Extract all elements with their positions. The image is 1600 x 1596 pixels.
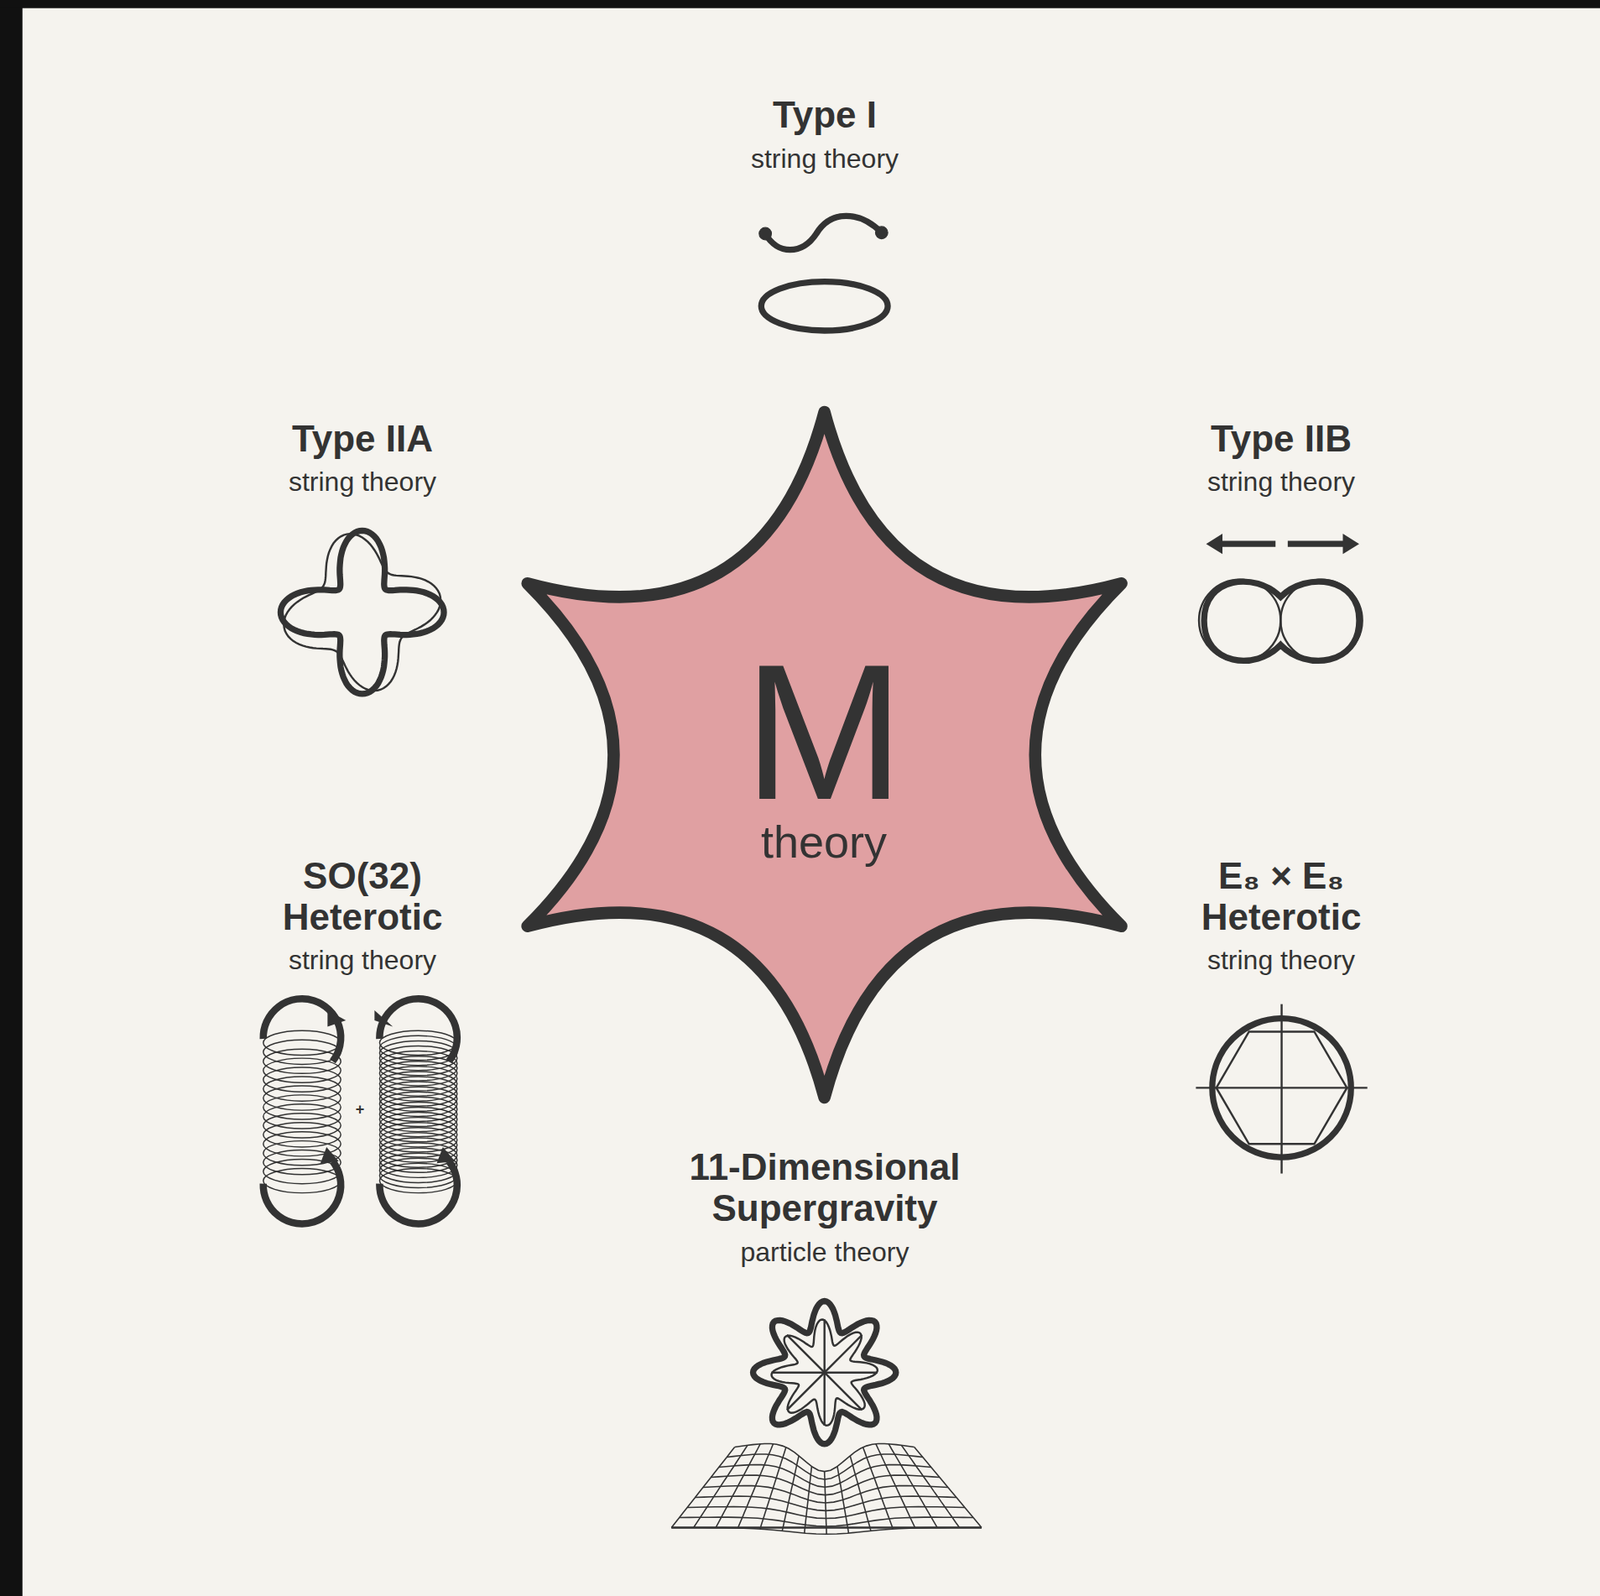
frame-bar <box>0 0 1600 9</box>
coil-winding <box>263 1167 341 1193</box>
arrow-head <box>437 1146 456 1163</box>
grid-line <box>849 1455 871 1532</box>
arrow-head <box>374 1010 393 1027</box>
grid-line <box>671 1446 735 1528</box>
string-end <box>875 226 888 240</box>
m-theory-star: Mtheory <box>510 397 1138 1112</box>
spoke <box>786 1372 825 1411</box>
theory-name: E₈ × E₈ Heterotic <box>1159 854 1403 939</box>
grid-edge <box>671 1526 982 1528</box>
coil-end <box>263 1161 341 1225</box>
membrane <box>753 1301 897 1444</box>
thin-loop <box>283 533 441 691</box>
spoke <box>823 1318 825 1372</box>
theory-kind: particle theory <box>698 1237 951 1268</box>
spoke <box>786 1334 825 1373</box>
grid-line <box>837 1466 849 1534</box>
coil-winding <box>379 1162 457 1188</box>
hexagon <box>1216 1031 1348 1144</box>
theory-kind: string theory <box>236 945 489 976</box>
frame-bar <box>0 0 23 1596</box>
spoke <box>823 1372 825 1426</box>
theory-kind: string theory <box>1155 945 1408 976</box>
arrow-head <box>1206 533 1223 554</box>
coil-winding <box>379 1167 457 1193</box>
node-subtitle: theory <box>510 814 1138 870</box>
arrow-line <box>1287 541 1350 548</box>
coil-end <box>379 998 457 1062</box>
so32-icon <box>263 998 458 1224</box>
theory-name: Type IIB <box>1155 417 1408 459</box>
arrow-head <box>327 1010 346 1027</box>
axis-line <box>1280 1004 1283 1174</box>
arrow-line <box>1216 541 1277 548</box>
spoke <box>824 1372 863 1411</box>
arrow-head <box>1343 533 1360 554</box>
grid-line <box>914 1446 982 1528</box>
open-string <box>765 215 882 250</box>
arrow-head <box>320 1146 339 1163</box>
grid-line <box>781 1455 799 1532</box>
grid-line <box>824 1471 827 1535</box>
grid-line <box>693 1444 748 1528</box>
theory-name: SO(32) Heterotic <box>240 854 485 939</box>
theory-name: Type IIA <box>236 417 489 459</box>
theory-name: 11-Dimensional Supergravity <box>640 1146 1010 1230</box>
grid-line <box>863 1447 894 1529</box>
theory-kind: string theory <box>236 467 489 498</box>
theory-kind: string theory <box>1155 467 1408 498</box>
coil-end <box>263 998 341 1062</box>
type-iia-icon <box>280 530 444 694</box>
spoke <box>824 1370 878 1373</box>
supergravity-icon <box>671 1301 982 1535</box>
spoke <box>771 1370 824 1373</box>
grid-line <box>715 1443 761 1528</box>
closed-string <box>280 530 444 694</box>
grid-line <box>901 1444 959 1528</box>
type-iib-icon <box>1198 533 1363 662</box>
closed-string <box>1203 581 1360 661</box>
circle <box>1212 1018 1351 1158</box>
theory-name: Type I <box>698 93 951 136</box>
grid-line <box>804 1466 813 1534</box>
node-title: M <box>510 635 1138 829</box>
grid-line <box>760 1447 787 1529</box>
e8-icon <box>1195 1004 1367 1174</box>
coil-end <box>379 1161 457 1225</box>
spoke <box>824 1334 863 1373</box>
grid-line <box>737 1443 773 1528</box>
type-i-icon <box>759 215 888 331</box>
closed-string <box>760 281 888 331</box>
plus-sign: + <box>347 1100 373 1118</box>
inner-web <box>771 1319 878 1426</box>
string-end <box>759 227 772 240</box>
theory-kind: string theory <box>698 144 951 175</box>
